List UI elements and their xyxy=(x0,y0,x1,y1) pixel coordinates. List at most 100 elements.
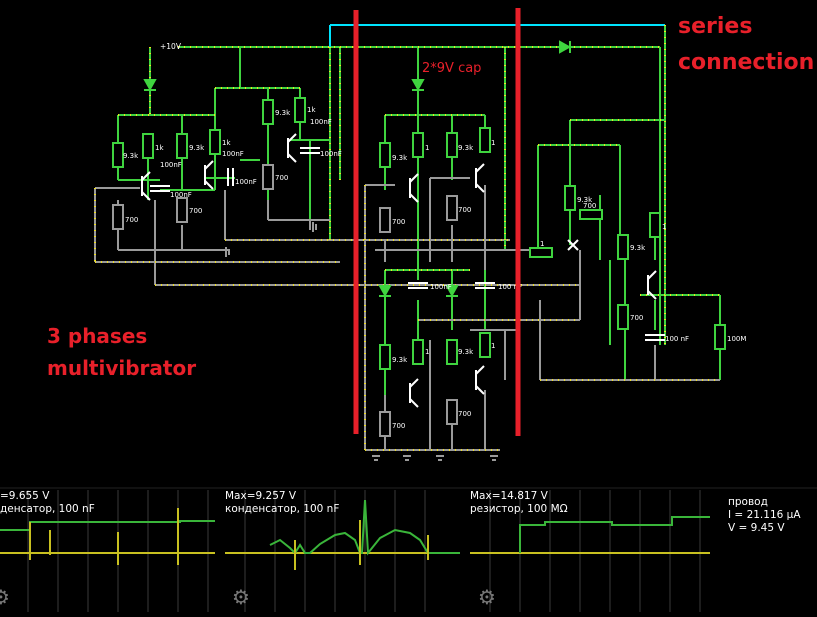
resistor xyxy=(262,99,274,125)
resistor xyxy=(617,304,629,330)
resistor xyxy=(294,97,306,123)
resistor xyxy=(176,133,188,159)
label-r: 700 xyxy=(458,206,471,214)
scope-3-element: резистор, 100 MΩ xyxy=(470,503,568,515)
multivibrator-label-2: multivibrator xyxy=(47,356,197,380)
resistor xyxy=(446,399,458,425)
label-r: 1k xyxy=(307,106,316,114)
resistor xyxy=(479,332,491,358)
scope-1-max: =9.655 V xyxy=(0,490,50,502)
label-r: 1 xyxy=(425,348,429,356)
resistor xyxy=(379,142,391,168)
resistors[interactable] xyxy=(112,97,726,370)
label-r: 1 xyxy=(540,240,544,248)
resistor xyxy=(479,127,491,153)
resistor xyxy=(579,209,603,220)
wires-right-idle[interactable] xyxy=(539,300,720,381)
label-r: 1 xyxy=(662,223,666,231)
diodes[interactable] xyxy=(143,40,572,298)
gear-icon[interactable]: ⚙ xyxy=(232,585,250,609)
current-dots xyxy=(94,25,720,451)
info-title: провод xyxy=(728,496,768,508)
wires-mid-idle[interactable] xyxy=(364,177,581,451)
resistor xyxy=(412,132,424,158)
label-r: 700 xyxy=(189,207,202,215)
transistors[interactable] xyxy=(141,133,657,408)
series-connection-label-1: series xyxy=(678,14,753,39)
label-r: 9.3k xyxy=(123,152,139,160)
wires-left-idle[interactable] xyxy=(94,187,580,286)
resistor xyxy=(412,339,424,365)
scope-2[interactable] xyxy=(225,490,460,612)
resistor xyxy=(446,339,458,365)
info-voltage: V = 9.45 V xyxy=(728,522,785,534)
label-r: 9.3k xyxy=(458,348,474,356)
resistor xyxy=(112,142,124,168)
component-labels: +10V 9.3k 1k 9.3k 1k 9.3k 1k 100nF 100nF… xyxy=(123,42,746,430)
series-connection-label-2: connection xyxy=(678,50,815,75)
label-r: 1k xyxy=(155,144,164,152)
resistor xyxy=(176,197,188,223)
label-c: 100nF xyxy=(222,150,244,158)
resistor xyxy=(379,344,391,370)
scope-3-max: Max=14.817 V xyxy=(470,490,548,502)
scope-1[interactable] xyxy=(0,490,215,612)
resistor xyxy=(262,164,274,190)
info-panel: провод I = 21.116 µA V = 9.45 V xyxy=(728,496,801,535)
label-r: 700 xyxy=(392,422,405,430)
scope-1-element: денсатор, 100 nF xyxy=(0,503,95,515)
resistor xyxy=(209,129,221,155)
label-r: 100M xyxy=(727,335,746,343)
resistor xyxy=(142,133,154,159)
label-r: 700 xyxy=(125,216,138,224)
label-r: 700 xyxy=(458,410,471,418)
scope-2-element: конденсатор, 100 nF xyxy=(225,503,340,515)
resistor xyxy=(714,324,726,350)
capacitors[interactable] xyxy=(150,147,665,341)
label-c: 100nF xyxy=(430,283,452,291)
label-r: 9.3k xyxy=(630,244,646,252)
label-r: 700 xyxy=(392,218,405,226)
resistor xyxy=(649,212,661,238)
scope-2-readout: Max=9.257 V конденсатор, 100 nF xyxy=(225,490,339,516)
resistor xyxy=(112,204,124,230)
label-c: 100nF xyxy=(310,118,332,126)
scope-3[interactable] xyxy=(470,490,710,612)
resistor xyxy=(379,411,391,437)
ground-symbols xyxy=(225,222,498,461)
gear-icon[interactable]: ⚙ xyxy=(478,585,496,609)
label-r: 700 xyxy=(275,174,288,182)
label-c: 100 nF xyxy=(665,335,689,343)
gear-icon[interactable]: ⚙ xyxy=(0,585,10,609)
label-r: 1 xyxy=(491,342,495,350)
label-r: 1 xyxy=(425,144,429,152)
label-c: 100nF xyxy=(170,191,192,199)
label-c: 100 nF xyxy=(498,283,522,291)
label-r: 9.3k xyxy=(458,144,474,152)
label-c: 100nF xyxy=(235,178,257,186)
label-r: 700 xyxy=(630,314,643,322)
label-r: 700 xyxy=(583,202,596,210)
label-r: +10V xyxy=(160,42,182,51)
label-r: 9.3k xyxy=(392,356,408,364)
label-c: 100nF xyxy=(320,150,342,158)
label-r: 9.3k xyxy=(275,109,291,117)
resistor xyxy=(564,185,576,211)
resistor xyxy=(379,207,391,233)
label-c: 100nF xyxy=(160,161,182,169)
resistor xyxy=(446,195,458,221)
resistor xyxy=(446,132,458,158)
resistor xyxy=(529,247,553,258)
scope-2-max: Max=9.257 V xyxy=(225,490,297,502)
label-r: 1 xyxy=(491,139,495,147)
resistors-idle[interactable] xyxy=(112,164,458,437)
scope-1-readout: =9.655 V денсатор, 100 nF xyxy=(0,490,95,516)
label-r: 1k xyxy=(222,139,231,147)
multivibrator-label-1: 3 phases xyxy=(47,324,148,348)
label-r: 9.3k xyxy=(392,154,408,162)
scope-3-readout: Max=14.817 V резистор, 100 MΩ xyxy=(470,490,568,516)
label-r: 9.3k xyxy=(189,144,205,152)
scope-panel[interactable] xyxy=(0,487,817,612)
cap-note-label: 2*9V cap xyxy=(422,61,482,76)
